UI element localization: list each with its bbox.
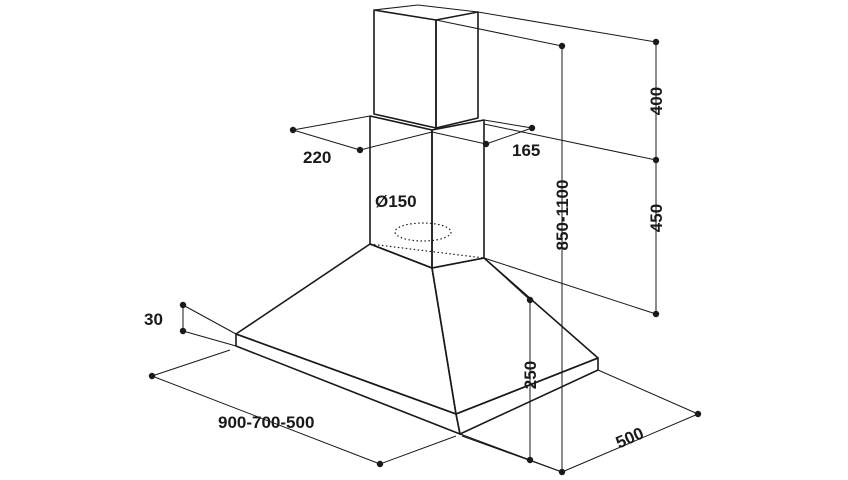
duct-outlet <box>369 222 485 259</box>
dim-500-label: 500 <box>613 424 647 453</box>
duct-diameter-label: Ø150 <box>375 192 417 211</box>
dim-220: 220 <box>289 115 433 167</box>
dim-500: 500 <box>461 369 702 473</box>
dim-30: 30 <box>144 301 237 347</box>
dim-900-700-500: 900-700-500 <box>148 349 457 468</box>
dim-165-label: 165 <box>512 141 540 160</box>
dim-900-700-500-label: 900-700-500 <box>218 413 314 432</box>
dim-400-label: 400 <box>647 87 666 115</box>
dim-165: 165 <box>431 119 540 160</box>
dim-250: 250 <box>459 257 540 464</box>
canopy <box>235 243 599 435</box>
dim-250-label: 250 <box>521 361 540 389</box>
dim-850-1100-label: 850-1100 <box>553 180 572 251</box>
dim-220-label: 220 <box>303 148 331 167</box>
dim-30-label: 30 <box>144 310 163 329</box>
dim-450: 450 <box>483 123 666 318</box>
upper-chimney <box>373 4 479 129</box>
dim-850-1100: 850-1100 <box>435 19 572 476</box>
dim-450-label: 450 <box>647 204 666 232</box>
